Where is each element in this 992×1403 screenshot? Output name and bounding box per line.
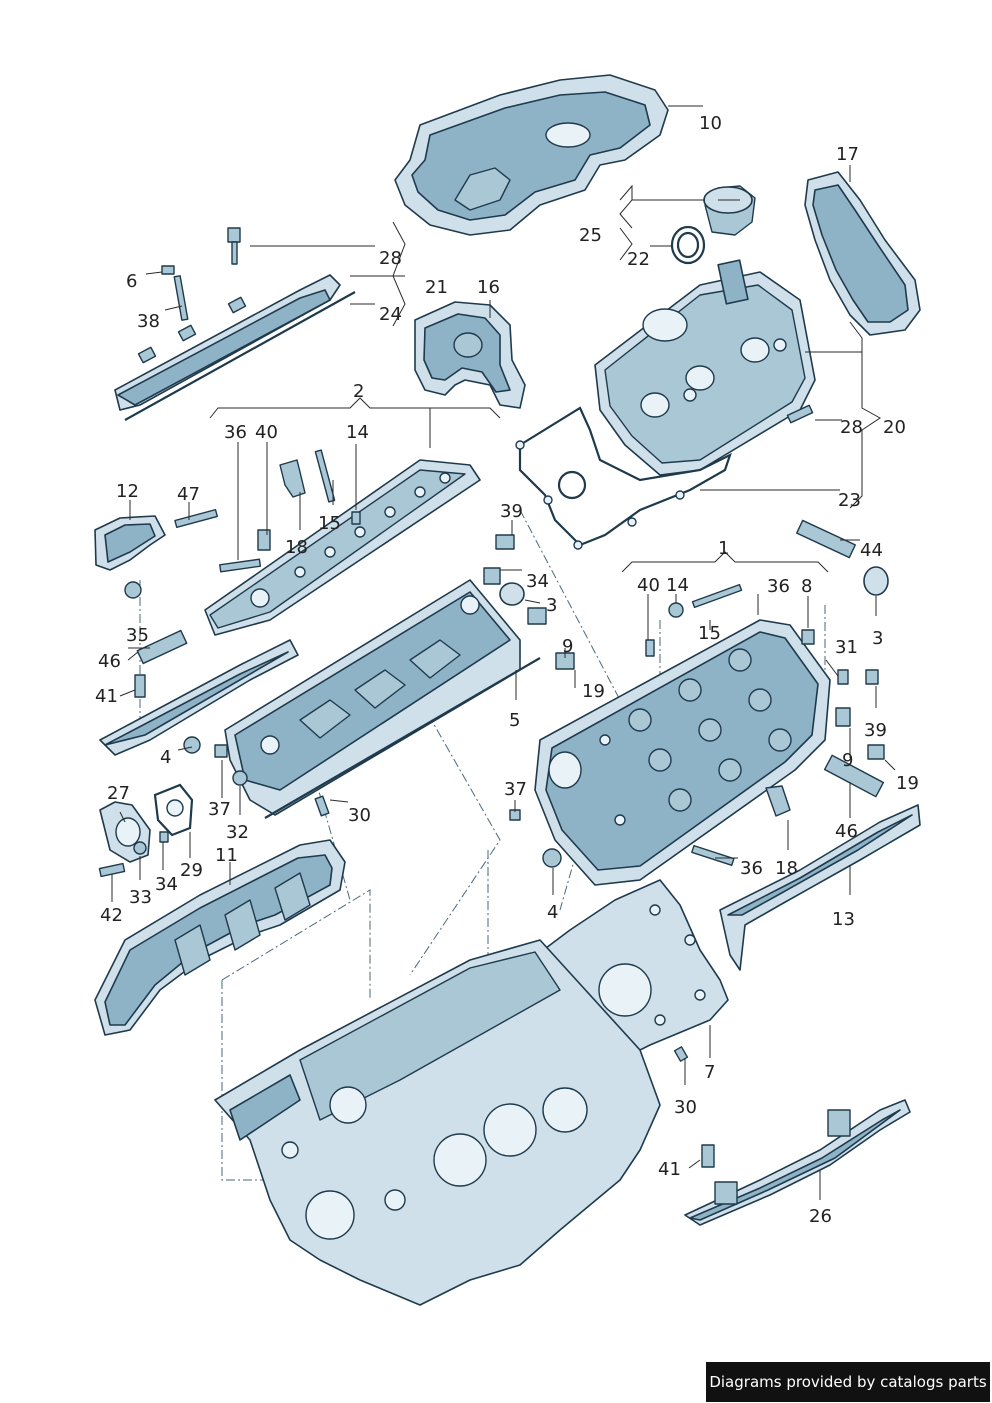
callout-30-lower: 30: [674, 1097, 697, 1118]
callout-13: 13: [832, 909, 855, 930]
callout-7: 7: [704, 1062, 715, 1083]
callout-1: 1: [718, 538, 729, 559]
callout-19-right: 19: [896, 773, 919, 794]
callout-16: 16: [477, 277, 500, 298]
bolts-left-cover: [161, 227, 241, 321]
callout-11: 11: [215, 845, 238, 866]
callout-27: 27: [107, 783, 130, 804]
callout-34-lower: 34: [155, 874, 178, 895]
callout-8: 8: [801, 576, 812, 597]
callout-2: 2: [353, 381, 364, 402]
side-cover-right: [804, 171, 921, 336]
callout-25: 25: [579, 225, 602, 246]
cover-gasket-strip-left: [124, 291, 356, 421]
callout-10: 10: [699, 113, 722, 134]
callout-23: 23: [838, 490, 861, 511]
callout-36-lower: 36: [740, 858, 763, 879]
camshaft-cover-left: [114, 274, 341, 411]
callout-18: 18: [285, 537, 308, 558]
callout-9-right: 9: [842, 750, 853, 771]
callout-37: 37: [208, 799, 231, 820]
callout-44: 44: [860, 540, 883, 561]
filler-seal-ring: [670, 225, 706, 265]
callout-35: 35: [126, 625, 149, 646]
upper-cover-pan: [394, 74, 669, 236]
callout-labels: 10 17 25 22 28 21 6 38 24 16 2 28 20 23 …: [95, 113, 919, 1227]
callout-40-right: 40: [637, 575, 660, 596]
callout-28: 28: [379, 248, 402, 269]
callout-5: 5: [509, 710, 520, 731]
callout-37-right: 37: [504, 779, 527, 800]
callout-41-lower: 41: [658, 1159, 681, 1180]
guide-rail-lower: [673, 1046, 911, 1226]
head-cover-gasket-right: [515, 406, 732, 550]
callout-34: 34: [526, 571, 549, 592]
leader-lines: [111, 105, 896, 1200]
callout-30: 30: [348, 805, 371, 826]
callout-39: 39: [500, 501, 523, 522]
callout-4: 4: [160, 747, 171, 768]
guide-rail-right: [719, 804, 921, 971]
callout-28-right: 28: [840, 417, 863, 438]
bracket-upper-left: [94, 508, 219, 599]
callout-46-right: 46: [835, 821, 858, 842]
callout-31: 31: [835, 637, 858, 658]
callout-22: 22: [627, 249, 650, 270]
callout-39-right: 39: [864, 720, 887, 741]
callout-14-right: 14: [666, 575, 689, 596]
callout-47: 47: [177, 484, 200, 505]
head-gasket-strip-left: [264, 657, 541, 819]
engine-block: [214, 939, 661, 1306]
callout-15: 15: [318, 513, 341, 534]
callout-46: 46: [98, 651, 121, 672]
callout-42: 42: [100, 905, 123, 926]
cylinder-head-right: [534, 619, 831, 886]
bolt-right-cover: [786, 404, 814, 424]
callout-21: 21: [425, 277, 448, 298]
callout-15-right: 15: [698, 623, 721, 644]
callout-4-right: 4: [547, 902, 558, 923]
callout-3: 3: [546, 595, 557, 616]
oil-filler-cap: [703, 185, 756, 236]
callout-12: 12: [116, 481, 139, 502]
credit-banner: Diagrams provided by catalogs parts: [706, 1362, 990, 1402]
callout-32: 32: [226, 822, 249, 843]
callout-41: 41: [95, 686, 118, 707]
callout-3-right: 3: [872, 628, 883, 649]
guide-rail-left: [99, 639, 299, 756]
callout-14: 14: [346, 422, 369, 443]
intake-shield-left: [94, 839, 346, 1036]
callout-24: 24: [379, 304, 402, 325]
camshaft-carrier-left: [204, 459, 481, 636]
callout-26: 26: [809, 1206, 832, 1227]
callout-38: 38: [137, 311, 160, 332]
callout-6: 6: [126, 271, 137, 292]
callout-9: 9: [562, 636, 573, 657]
callout-17: 17: [836, 144, 859, 165]
callout-36: 36: [224, 422, 247, 443]
callout-36-right: 36: [767, 576, 790, 597]
coolant-housing-left: [98, 783, 194, 878]
callout-18-right: 18: [775, 858, 798, 879]
callout-40: 40: [255, 422, 278, 443]
callout-29: 29: [180, 860, 203, 881]
callout-19: 19: [582, 681, 605, 702]
callout-20: 20: [883, 417, 906, 438]
cylinder-head-cover-right: [594, 259, 816, 476]
breather-housing: [414, 301, 526, 409]
callout-33: 33: [129, 887, 152, 908]
